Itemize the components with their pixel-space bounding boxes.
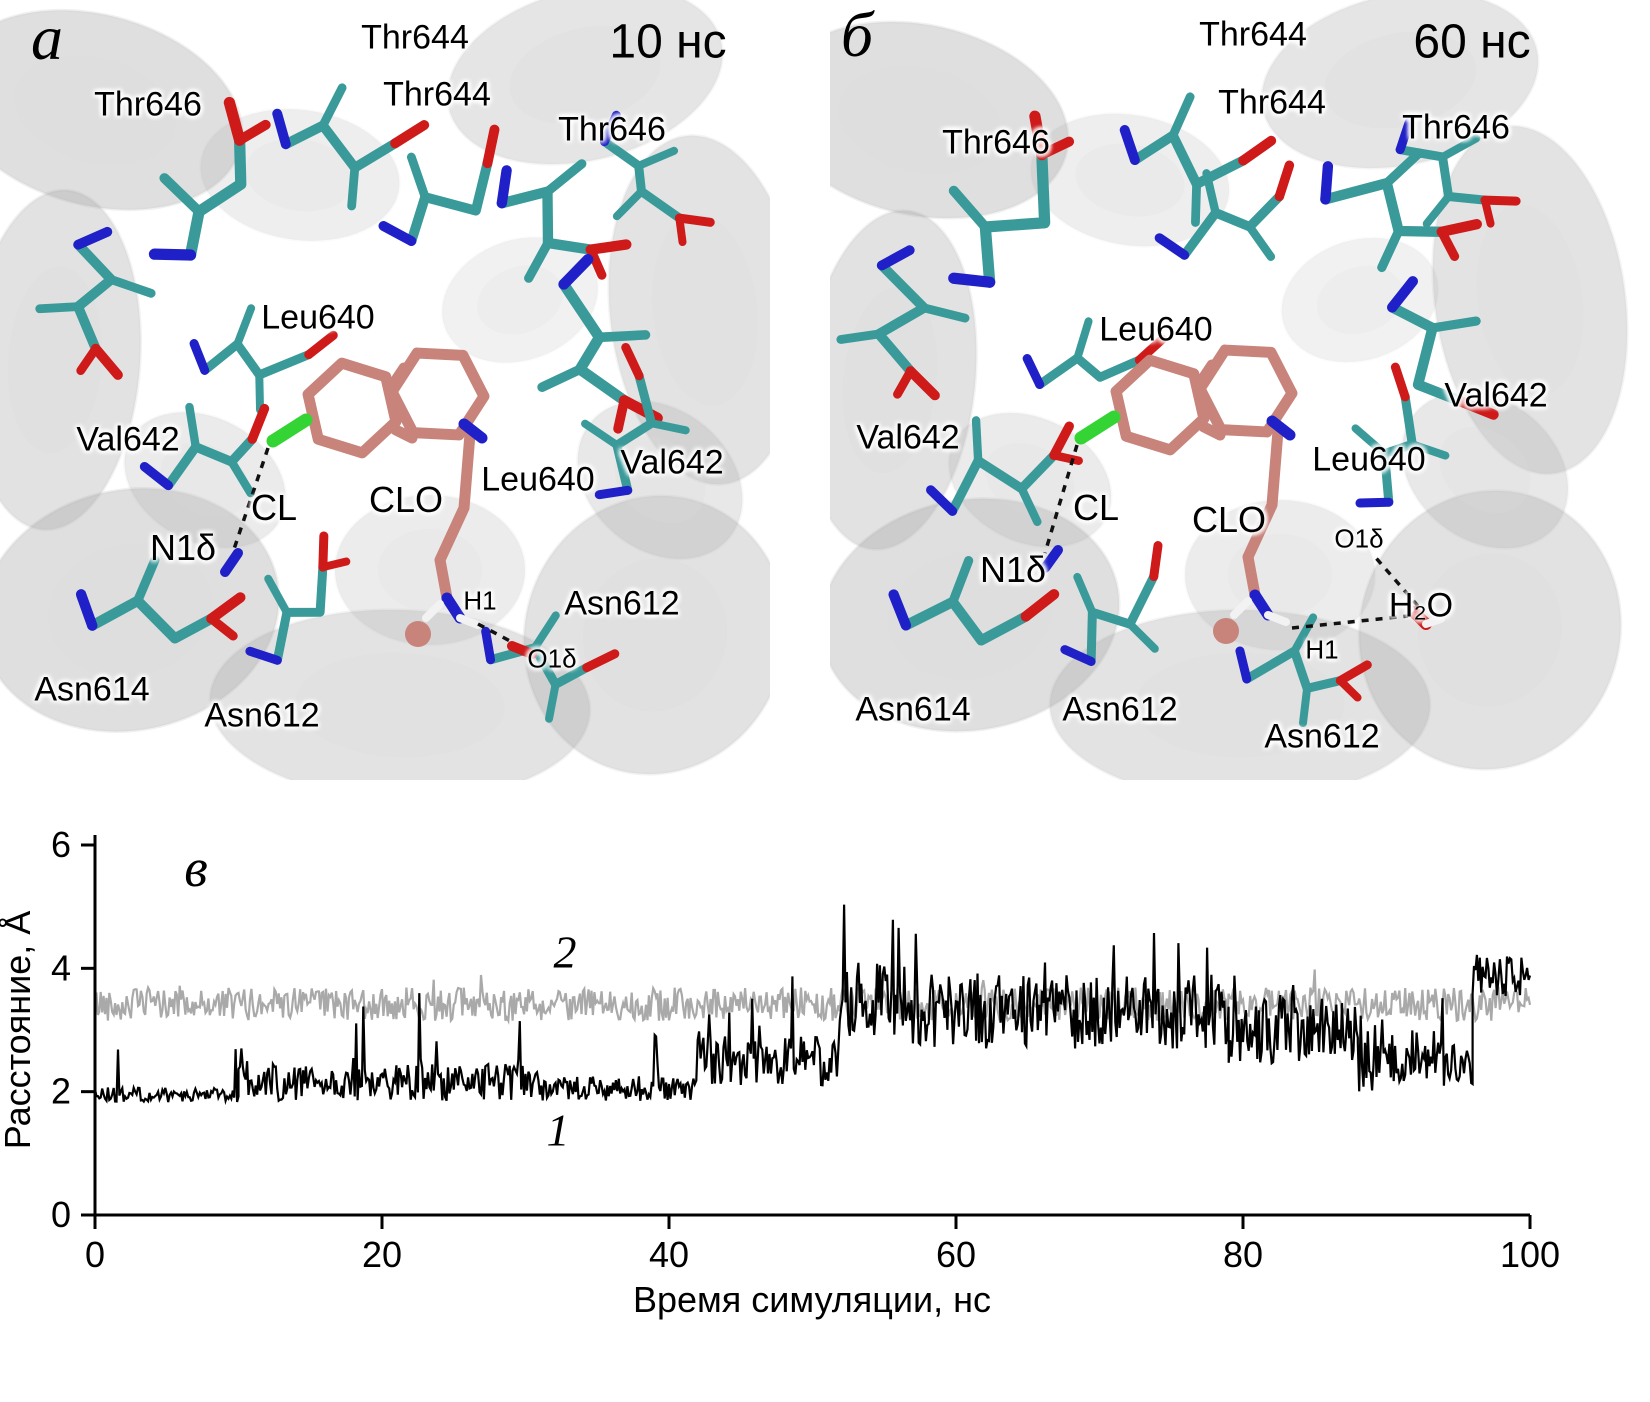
residue-label: Asn614 bbox=[855, 690, 971, 729]
residue-label: Asn612 bbox=[204, 696, 320, 735]
molecular-art bbox=[830, 0, 1629, 780]
y-tick-label: 0 bbox=[51, 1194, 71, 1235]
residue-label: Thr644 bbox=[1218, 83, 1326, 122]
residue-label: Asn614 bbox=[34, 670, 150, 709]
x-axis-title: Время симуляции, нс bbox=[633, 1279, 991, 1320]
x-tick-label: 40 bbox=[649, 1234, 689, 1275]
x-tick-label: 0 bbox=[85, 1234, 105, 1275]
hydrogen-bond-dash bbox=[477, 622, 511, 643]
residue-label: H₂O bbox=[1388, 586, 1454, 625]
y-tick-label: 4 bbox=[51, 947, 71, 988]
residue-label: O1δ bbox=[1334, 523, 1384, 554]
molecular-art bbox=[0, 0, 770, 780]
hydrogen-bond-dash bbox=[1374, 556, 1420, 608]
residue-label: CL bbox=[1072, 487, 1120, 528]
x-tick-label: 60 bbox=[936, 1234, 976, 1275]
panel-c-letter: в bbox=[184, 838, 208, 898]
residue-label: H1 bbox=[1305, 634, 1339, 665]
hydrogen-bond-dash bbox=[231, 447, 270, 553]
residue-label: Leu640 bbox=[1099, 310, 1213, 349]
chart-plot-area: 0 20 40 60 80 100 0 2 4 6 bbox=[51, 824, 1560, 1275]
panel-b-letter: б bbox=[840, 0, 874, 70]
curve-label-2: 2 bbox=[553, 926, 577, 978]
residue-label: Val642 bbox=[1444, 376, 1548, 415]
hydrogen-bond-dash bbox=[1291, 614, 1409, 630]
x-tick-label: 80 bbox=[1223, 1234, 1263, 1275]
residue-label: Thr646 bbox=[1402, 108, 1510, 147]
residue-label: N1δ bbox=[979, 549, 1047, 590]
molecular-render-panel-a bbox=[0, 0, 770, 780]
distance-trace-1 bbox=[93, 904, 1532, 1106]
residue-label: N1δ bbox=[149, 527, 217, 568]
residue-label: Leu640 bbox=[1312, 440, 1426, 479]
residue-label: Thr644 bbox=[383, 75, 491, 114]
residue-label: Thr644 bbox=[361, 18, 469, 57]
residue-label: Thr646 bbox=[942, 123, 1050, 162]
y-tick-label: 6 bbox=[51, 824, 71, 865]
residue-label: CLO bbox=[1191, 499, 1267, 540]
panel-a-letter: а bbox=[31, 2, 63, 73]
residue-label: Thr646 bbox=[558, 110, 666, 149]
hydrogen-bond-dash bbox=[1043, 444, 1079, 554]
residue-label: CLO bbox=[368, 479, 444, 520]
residue-label: Asn612 bbox=[1264, 717, 1380, 756]
residue-label: Asn612 bbox=[1062, 690, 1178, 729]
molecular-render-panel-b bbox=[830, 0, 1629, 780]
residue-label: H1 bbox=[463, 585, 497, 616]
x-tick-label: 20 bbox=[362, 1234, 402, 1275]
residue-label: CL bbox=[250, 487, 298, 528]
distance-trace-2 bbox=[93, 969, 1532, 1025]
residue-label: Thr646 bbox=[94, 85, 202, 124]
ligand-sticks bbox=[1074, 344, 1298, 644]
panel-a-time-label: 10 нс bbox=[609, 15, 727, 69]
residue-label: Val642 bbox=[76, 420, 180, 459]
x-tick-label: 100 bbox=[1500, 1234, 1560, 1275]
residue-label: Leu640 bbox=[261, 298, 375, 337]
residue-label: Asn612 bbox=[564, 584, 680, 623]
residue-label: O1δ bbox=[527, 643, 577, 674]
curve-label-1: 1 bbox=[546, 1104, 570, 1156]
ligand-sticks bbox=[266, 347, 490, 647]
residue-label: Leu640 bbox=[481, 460, 595, 499]
panel-b-time-label: 60 нс bbox=[1413, 15, 1531, 69]
residue-label: Thr644 bbox=[1199, 15, 1307, 54]
residue-label: Val642 bbox=[620, 443, 724, 482]
y-axis-title: Расстояние, Å bbox=[0, 911, 38, 1149]
residue-label: Val642 bbox=[856, 418, 960, 457]
y-tick-label: 2 bbox=[51, 1071, 71, 1112]
